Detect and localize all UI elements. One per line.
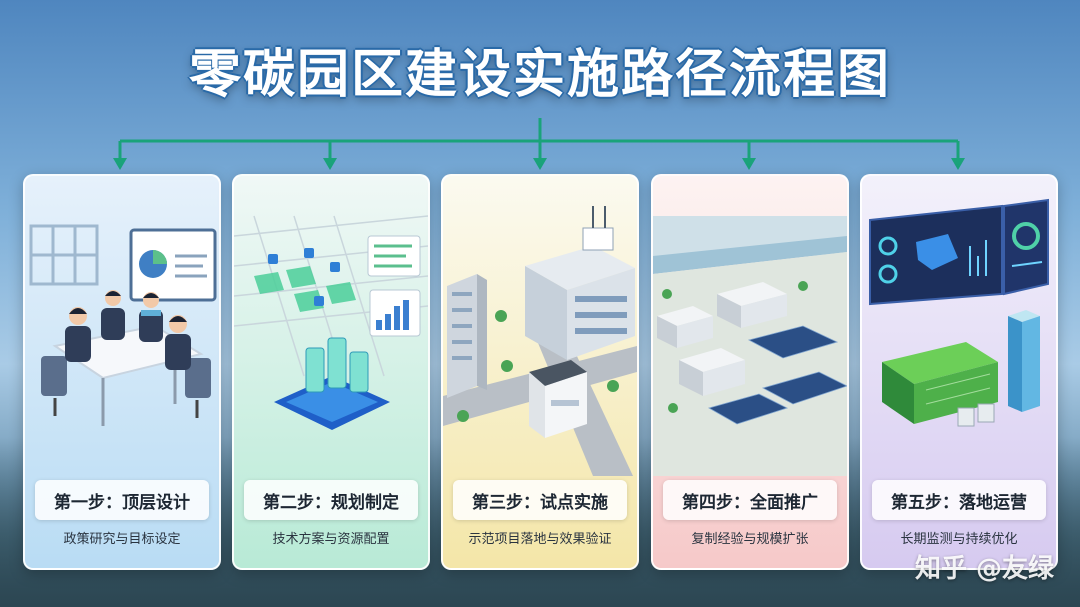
step-card-2: 第二步：规划制定 技术方案与资源配置 <box>232 174 430 570</box>
meeting-icon <box>29 224 217 426</box>
step-card-4: 第四步：全面推广 复制经验与规模扩张 <box>651 174 849 570</box>
step-card-5: 第五步：落地运营 长期监测与持续优化 <box>860 174 1058 570</box>
step-title: 第二步：规划制定 <box>244 480 418 520</box>
operations-dashboard-icon <box>869 198 1049 427</box>
watermark: 知乎 @友绿 <box>914 554 1054 584</box>
flow-connector <box>113 118 965 170</box>
industrial-park-icon <box>653 216 847 476</box>
pilot-building-icon <box>443 206 637 476</box>
step-title: 第四步：全面推广 <box>663 480 837 520</box>
step-card-1: 第一步：顶层设计 政策研究与目标设定 <box>23 174 221 570</box>
step-title: 第一步：顶层设计 <box>35 480 209 520</box>
step-description: 示范项目落地与效果验证 <box>468 532 612 547</box>
step-title: 第三步：试点实施 <box>453 480 627 520</box>
step-description: 政策研究与目标设定 <box>63 532 181 547</box>
step-description: 长期监测与持续优化 <box>900 532 1018 547</box>
step-card-3: 第三步：试点实施 示范项目落地与效果验证 <box>441 174 639 570</box>
planning-map-icon <box>234 215 428 430</box>
step-title: 第五步：落地运营 <box>872 480 1046 520</box>
step-description: 复制经验与规模扩张 <box>691 532 809 547</box>
page-title: 零碳园区建设实施路径流程图 <box>188 45 891 105</box>
step-description: 技术方案与资源配置 <box>272 532 390 547</box>
